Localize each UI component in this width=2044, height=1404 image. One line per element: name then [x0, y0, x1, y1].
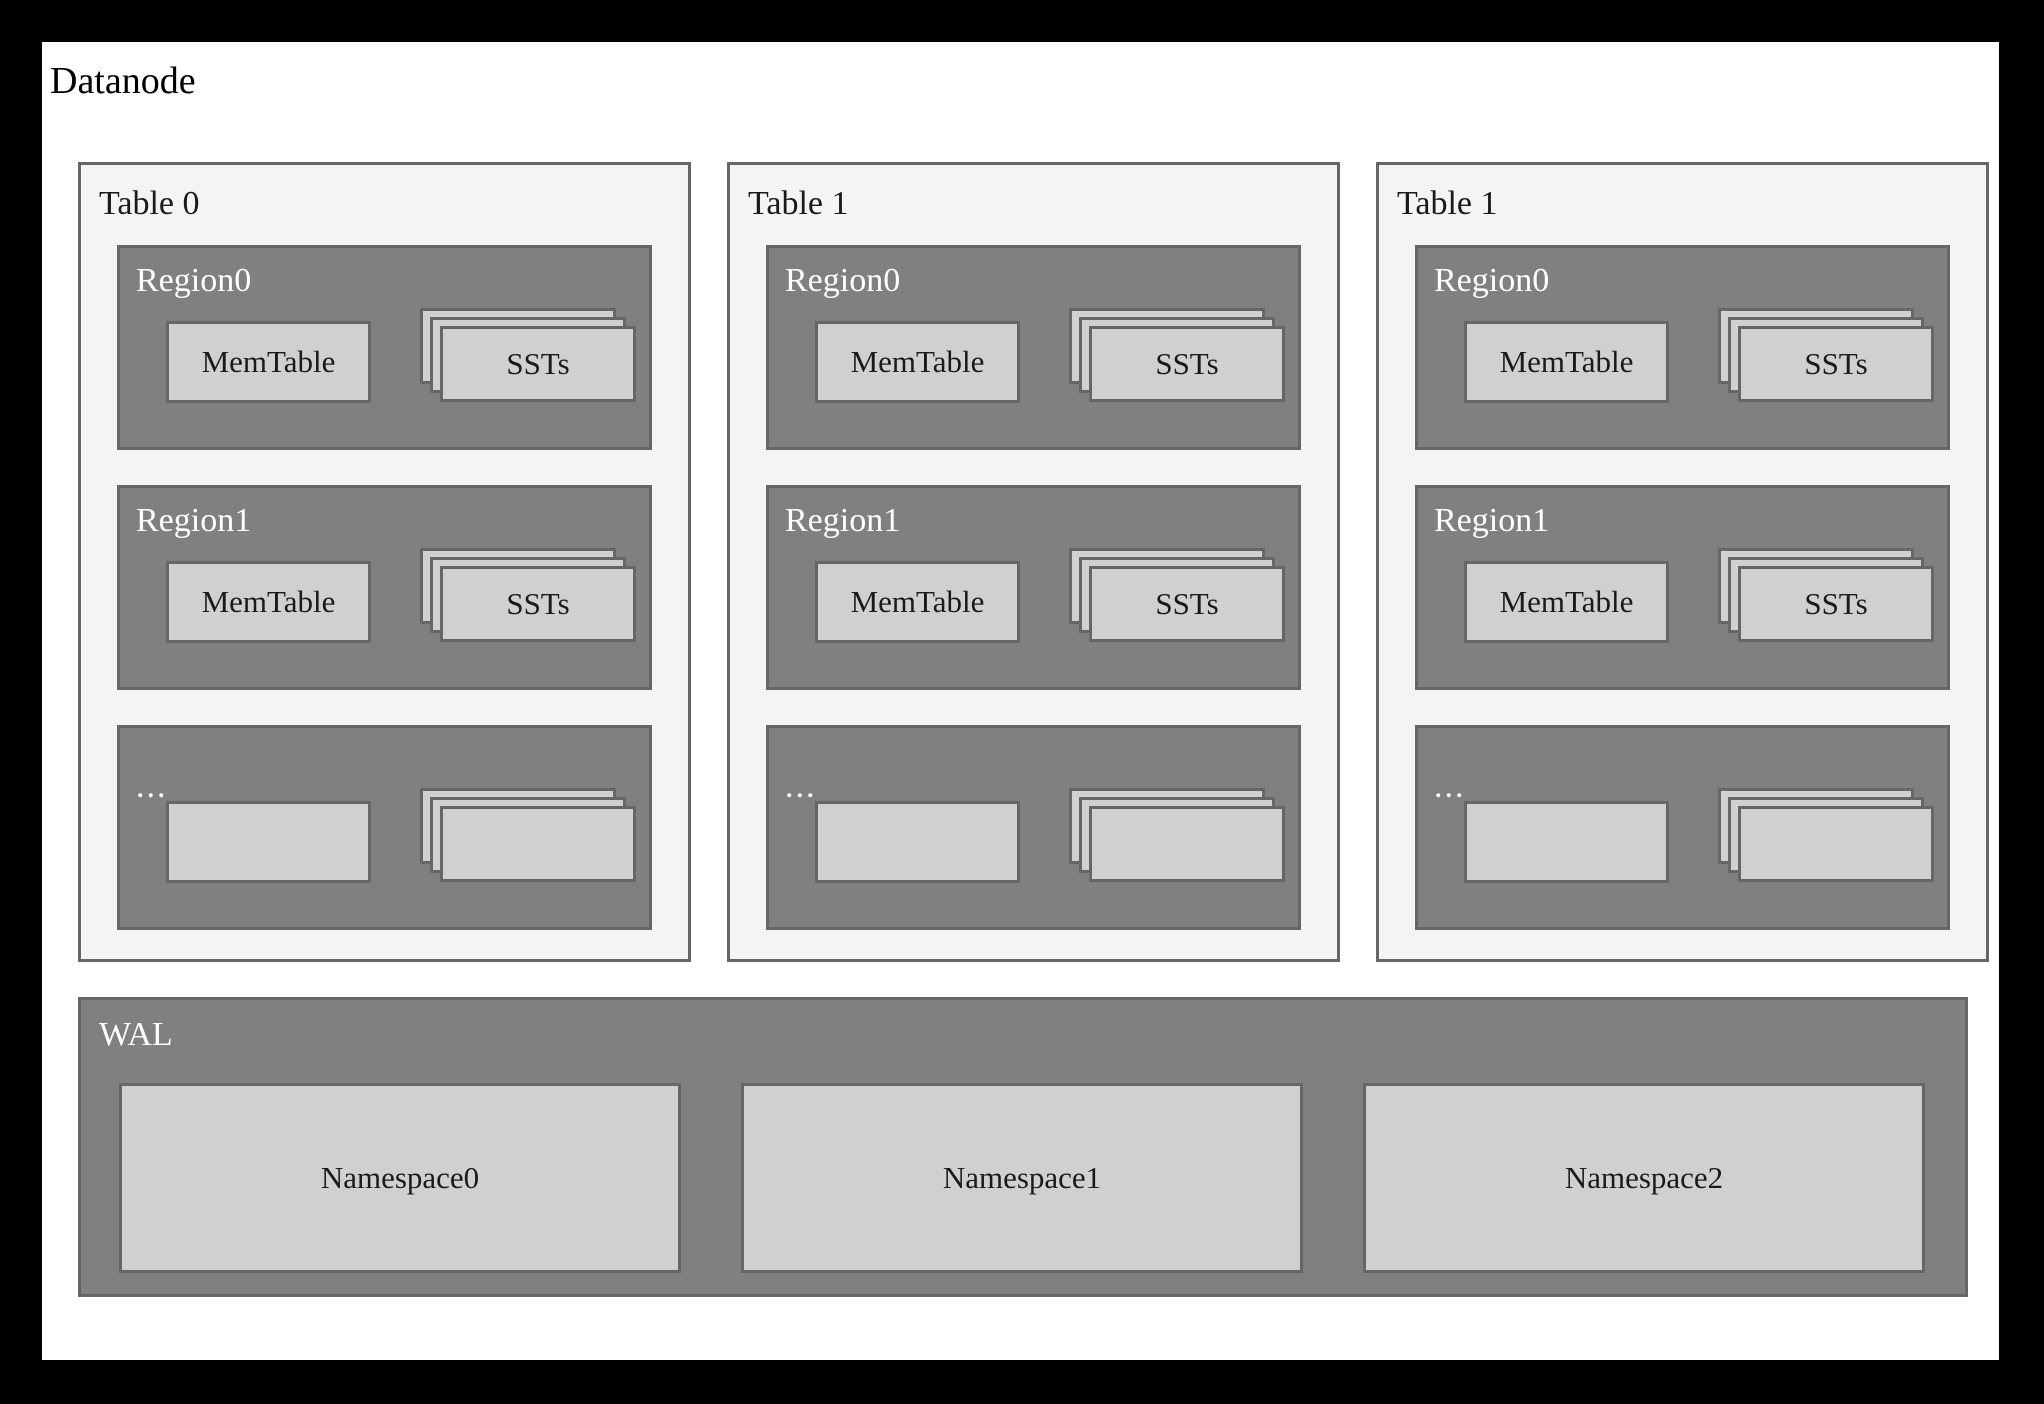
memtable-box[interactable]: MemTable [815, 561, 1020, 643]
ssts-stack[interactable]: SSTs [1069, 548, 1289, 648]
namespace-box-1[interactable]: Namespace1 [741, 1083, 1303, 1273]
table-panel-2[interactable]: Table 1 Region0 MemTable SSTs Region1 Me… [1376, 162, 1989, 962]
ssts-stack[interactable]: SSTs [1718, 548, 1938, 648]
memtable-box[interactable] [166, 801, 371, 883]
ssts-layer-front[interactable] [1089, 806, 1285, 882]
table-panel-0[interactable]: Table 0 Region0 MemTable SSTs Region1 Me… [78, 162, 691, 962]
datanode-canvas: Datanode Table 0 Region0 MemTable SSTs R… [42, 42, 1999, 1360]
memtable-box[interactable] [815, 801, 1020, 883]
ssts-layer-front[interactable]: SSTs [440, 326, 636, 402]
namespace-box-2[interactable]: Namespace2 [1363, 1083, 1925, 1273]
region-box-0[interactable]: Region0 MemTable SSTs [1415, 245, 1950, 450]
ssts-layer-front[interactable]: SSTs [1089, 566, 1285, 642]
region-box-1[interactable]: Region1 MemTable SSTs [1415, 485, 1950, 690]
region-box-more[interactable]: ... [766, 725, 1301, 930]
region-label: Region0 [1434, 262, 1550, 299]
region-label: Region1 [136, 502, 252, 539]
ssts-layer-front[interactable]: SSTs [1738, 326, 1934, 402]
memtable-box[interactable]: MemTable [166, 561, 371, 643]
region-label-ellipsis: ... [136, 768, 168, 805]
ssts-layer-front[interactable]: SSTs [1089, 326, 1285, 402]
namespace-box-0[interactable]: Namespace0 [119, 1083, 681, 1273]
ssts-stack[interactable]: SSTs [1718, 308, 1938, 408]
wal-label: WAL [99, 1016, 173, 1053]
region-box-1[interactable]: Region1 MemTable SSTs [766, 485, 1301, 690]
ssts-layer-front[interactable]: SSTs [440, 566, 636, 642]
region-box-0[interactable]: Region0 MemTable SSTs [766, 245, 1301, 450]
ssts-stack[interactable] [1069, 788, 1289, 888]
memtable-box[interactable] [1464, 801, 1669, 883]
region-label: Region0 [136, 262, 252, 299]
ssts-layer-front[interactable] [1738, 806, 1934, 882]
ssts-layer-front[interactable]: SSTs [1738, 566, 1934, 642]
region-label: Region1 [1434, 502, 1550, 539]
ssts-stack[interactable]: SSTs [420, 308, 640, 408]
memtable-box[interactable]: MemTable [166, 321, 371, 403]
memtable-box[interactable]: MemTable [1464, 561, 1669, 643]
region-box-more[interactable]: ... [117, 725, 652, 930]
memtable-box[interactable]: MemTable [1464, 321, 1669, 403]
region-box-0[interactable]: Region0 MemTable SSTs [117, 245, 652, 450]
region-box-1[interactable]: Region1 MemTable SSTs [117, 485, 652, 690]
ssts-layer-front[interactable] [440, 806, 636, 882]
ssts-stack[interactable] [420, 788, 640, 888]
region-box-more[interactable]: ... [1415, 725, 1950, 930]
memtable-box[interactable]: MemTable [815, 321, 1020, 403]
ssts-stack[interactable]: SSTs [1069, 308, 1289, 408]
table-title: Table 0 [99, 185, 200, 222]
region-label: Region0 [785, 262, 901, 299]
page-title: Datanode [50, 60, 196, 102]
wal-panel[interactable]: WAL Namespace0 Namespace1 Namespace2 [78, 997, 1968, 1297]
region-label-ellipsis: ... [785, 768, 817, 805]
ssts-stack[interactable] [1718, 788, 1938, 888]
table-panel-1[interactable]: Table 1 Region0 MemTable SSTs Region1 Me… [727, 162, 1340, 962]
table-title: Table 1 [1397, 185, 1498, 222]
region-label: Region1 [785, 502, 901, 539]
ssts-stack[interactable]: SSTs [420, 548, 640, 648]
table-title: Table 1 [748, 185, 849, 222]
region-label-ellipsis: ... [1434, 768, 1466, 805]
